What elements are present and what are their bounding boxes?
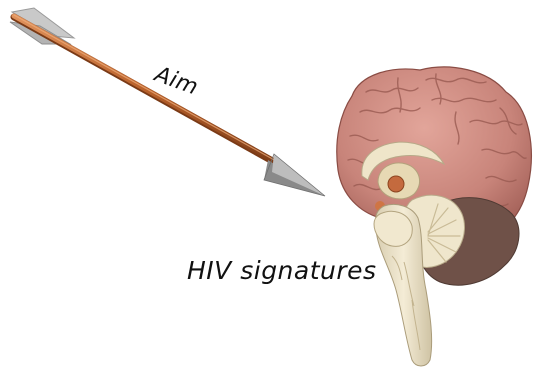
arrow-shaft	[14, 15, 285, 168]
arrow-icon	[10, 8, 325, 196]
arrow-fletching	[10, 8, 74, 44]
hiv-signatures-label: HIV signatures	[187, 256, 377, 285]
brain-sagittal-icon	[337, 67, 532, 366]
midbrain-nucleus	[388, 176, 404, 192]
